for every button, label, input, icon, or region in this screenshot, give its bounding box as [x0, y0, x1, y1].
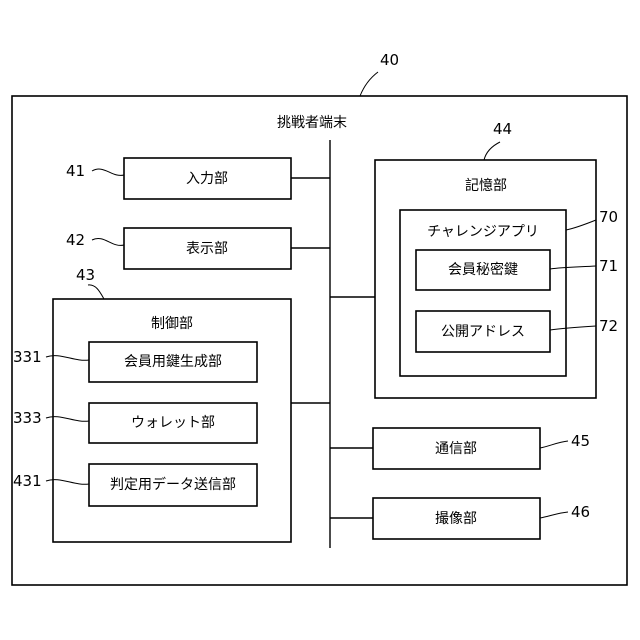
terminal-ref: 40 — [380, 51, 399, 69]
key-gen-ref: 331 — [13, 348, 42, 366]
display-unit-ref: 42 — [66, 231, 85, 249]
wallet-label: ウォレット部 — [131, 415, 215, 431]
display-unit-label: 表示部 — [186, 241, 228, 257]
input-unit-label: 入力部 — [186, 171, 228, 187]
camera-unit-label: 撮像部 — [435, 510, 477, 527]
judge-send-label: 判定用データ送信部 — [110, 476, 236, 493]
terminal-title: 挑戦者端末 — [277, 115, 347, 131]
input-unit-ref: 41 — [66, 162, 85, 180]
terminal-ref-leader — [360, 72, 378, 96]
control-unit-label: 制御部 — [151, 316, 193, 332]
storage-unit-ref: 44 — [493, 120, 512, 138]
challenge-app-label: チャレンジアプリ — [427, 224, 539, 240]
challenge-app-ref: 70 — [599, 208, 618, 226]
judge-send-ref: 431 — [13, 472, 42, 490]
key-gen-label: 会員用鍵生成部 — [124, 354, 222, 370]
wallet-ref: 333 — [13, 409, 42, 427]
camera-unit-ref: 46 — [571, 503, 590, 521]
secret-key-ref: 71 — [599, 257, 618, 275]
comm-unit-ref: 45 — [571, 432, 590, 450]
comm-unit-label: 通信部 — [435, 441, 477, 457]
control-unit-ref: 43 — [76, 266, 95, 284]
secret-key-label: 会員秘密鍵 — [448, 261, 518, 278]
storage-unit-label: 記憶部 — [465, 177, 507, 194]
public-address-label: 公開アドレス — [441, 324, 525, 340]
public-address-ref: 72 — [599, 317, 618, 335]
